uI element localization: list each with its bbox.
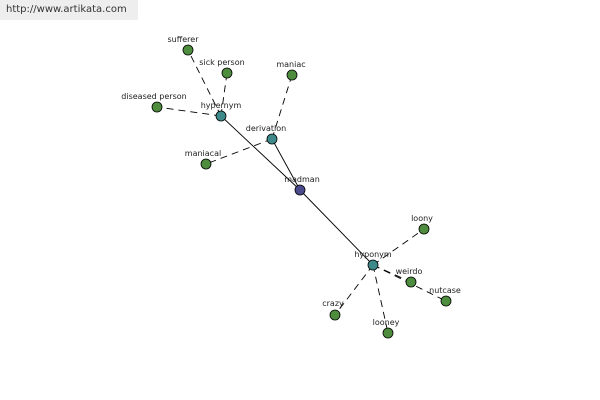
node-circle-madman[interactable]	[294, 184, 306, 196]
node-weirdo[interactable]: weirdo	[396, 267, 423, 288]
node-hyponym[interactable]: hyponym	[354, 250, 392, 271]
node-circle-sufferer[interactable]	[182, 44, 194, 56]
node-madman[interactable]: madman	[284, 175, 320, 196]
node-circle-loony[interactable]	[418, 223, 430, 235]
node-label-derivation: derivation	[246, 124, 286, 133]
node-hypernym[interactable]: hypernym	[201, 101, 242, 122]
node-circle-hyponym[interactable]	[367, 259, 379, 271]
node-label-maniacal: maniacal	[185, 149, 221, 158]
node-label-madman: madman	[284, 175, 320, 184]
watermark-banner: http://www.artikata.com	[0, 0, 138, 20]
node-nutcase[interactable]: nutcase	[429, 286, 461, 307]
node-diseased-person[interactable]: diseased person	[121, 92, 187, 113]
edge-hyponym-crazy	[334, 264, 374, 316]
node-circle-hypernym[interactable]	[215, 110, 227, 122]
edges-layer	[156, 49, 447, 334]
node-circle-crazy[interactable]	[329, 309, 341, 321]
node-circle-nutcase[interactable]	[440, 295, 452, 307]
node-label-looney: looney	[373, 318, 400, 327]
node-label-crazy: crazy	[322, 299, 344, 308]
node-label-hyponym: hyponym	[354, 250, 392, 259]
node-label-nutcase: nutcase	[429, 286, 461, 295]
node-circle-weirdo[interactable]	[405, 276, 417, 288]
edge-madman-hypernym	[220, 115, 301, 191]
node-circle-sick-person[interactable]	[221, 67, 233, 79]
node-derivation[interactable]: derivation	[246, 124, 286, 145]
node-loony[interactable]: loony	[411, 214, 433, 235]
edge-hypernym-sufferer	[187, 49, 222, 117]
node-label-loony: loony	[411, 214, 433, 223]
node-label-sufferer: sufferer	[168, 35, 200, 44]
edge-madman-derivation	[271, 138, 301, 191]
node-circle-derivation[interactable]	[266, 133, 278, 145]
node-label-sick-person: sick person	[199, 58, 244, 67]
node-circle-maniacal[interactable]	[200, 158, 212, 170]
node-label-maniac: maniac	[276, 60, 305, 69]
node-looney[interactable]: looney	[373, 318, 400, 339]
node-label-weirdo: weirdo	[396, 267, 423, 276]
edge-hyponym-loony	[372, 228, 425, 266]
node-circle-diseased-person[interactable]	[151, 101, 163, 113]
nodes-layer: madman hypernym derivation hyponym sufferer s…	[121, 35, 461, 339]
watermark-url: http://www.artikata.com	[6, 4, 127, 15]
node-label-diseased-person: diseased person	[121, 92, 186, 101]
edge-hypernym-diseased-person	[156, 106, 222, 117]
edge-madman-hyponym	[299, 189, 374, 266]
edge-hypernym-sick-person	[220, 72, 228, 117]
node-crazy[interactable]: crazy	[322, 299, 344, 321]
node-circle-maniac[interactable]	[286, 69, 298, 81]
node-maniac[interactable]: maniac	[276, 60, 306, 81]
node-label-hypernym: hypernym	[201, 101, 242, 110]
node-circle-looney[interactable]	[382, 327, 394, 339]
node-sufferer[interactable]: sufferer	[168, 35, 200, 56]
node-sick-person[interactable]: sick person	[199, 58, 245, 79]
node-maniacal[interactable]: maniacal	[185, 149, 221, 170]
